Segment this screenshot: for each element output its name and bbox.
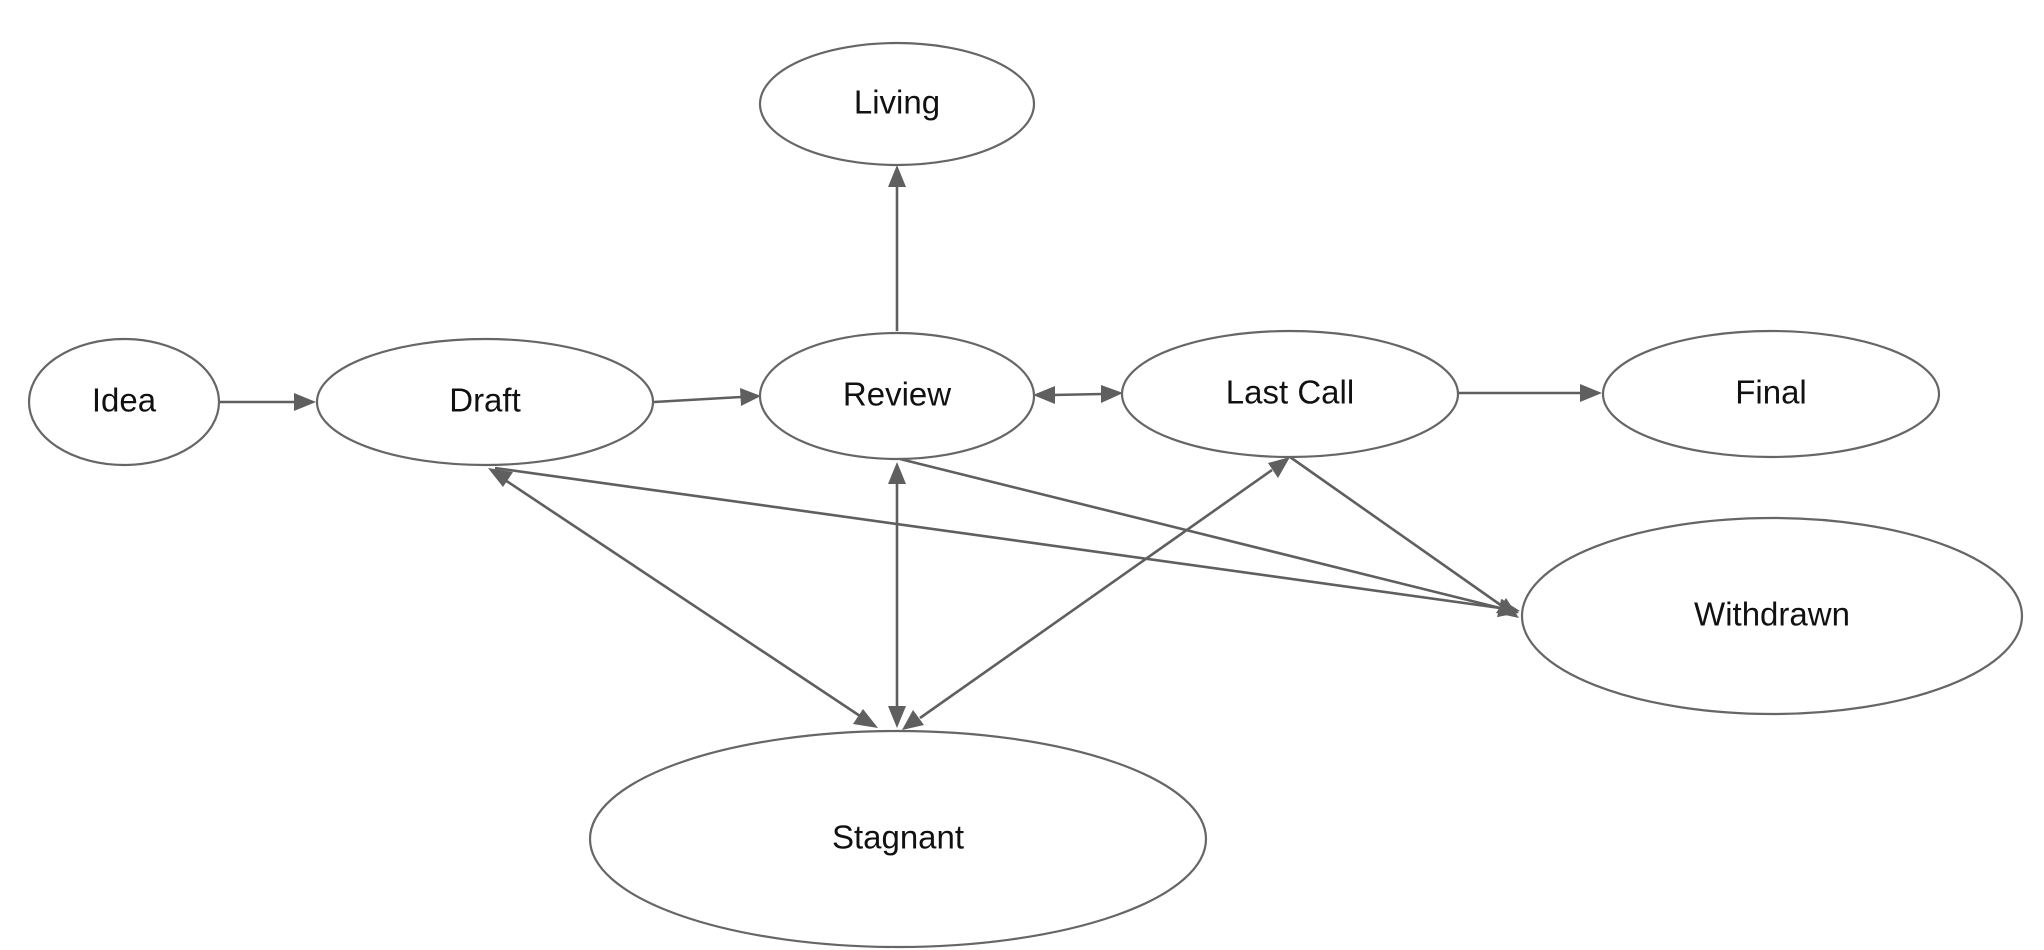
nodes: Idea Draft Living Review Last Call Final… [27,41,2024,949]
edge-review-withdrawn [899,457,1501,610]
node-draft: Draft [315,337,655,467]
arrowhead-lastcall-review [1033,386,1055,404]
edge-review-lastcall [1052,392,1103,397]
arrowhead-review-lastcall [1101,385,1123,403]
node-label-last-call: Last Call [1226,374,1354,411]
edge-draft-stagnant [504,478,861,718]
arrowhead-lastcall-withdrawn [1496,598,1519,618]
node-idea: Idea [27,337,221,467]
node-living: Living [758,41,1036,167]
arrowhead-stagnant-review [888,462,906,484]
arrowhead-draft-stagnant [853,709,878,728]
edge-draft-review [653,395,742,404]
node-last-call: Last Call [1120,329,1460,459]
arrowhead-stagnant-draft [488,468,513,487]
arrowhead-draft-review [740,388,761,406]
arrowhead-lastcall-final [1580,384,1602,402]
edge-lastcall-withdrawn [1289,455,1503,608]
arrowhead-review-stagnant [888,706,906,728]
arrowhead-idea-draft [294,393,316,411]
node-label-final: Final [1735,374,1807,411]
node-withdrawn: Withdrawn [1520,516,2024,716]
node-final: Final [1601,329,1941,459]
edge-draft-withdrawn [494,466,1501,610]
node-label-draft: Draft [449,382,521,419]
node-label-stagnant: Stagnant [832,819,964,856]
arrowhead-lastcall-stagnant [902,710,924,730]
edges [218,165,1602,730]
node-label-withdrawn: Withdrawn [1694,596,1850,633]
node-stagnant: Stagnant [588,729,1208,949]
edge-lastcall-stagnant [919,468,1273,720]
node-review: Review [758,331,1036,461]
node-label-idea: Idea [92,382,157,419]
node-label-review: Review [843,376,951,413]
node-label-living: Living [854,84,940,121]
arrowhead-review-living [888,165,906,187]
arrowhead-stagnant-lastcall [1268,457,1290,478]
